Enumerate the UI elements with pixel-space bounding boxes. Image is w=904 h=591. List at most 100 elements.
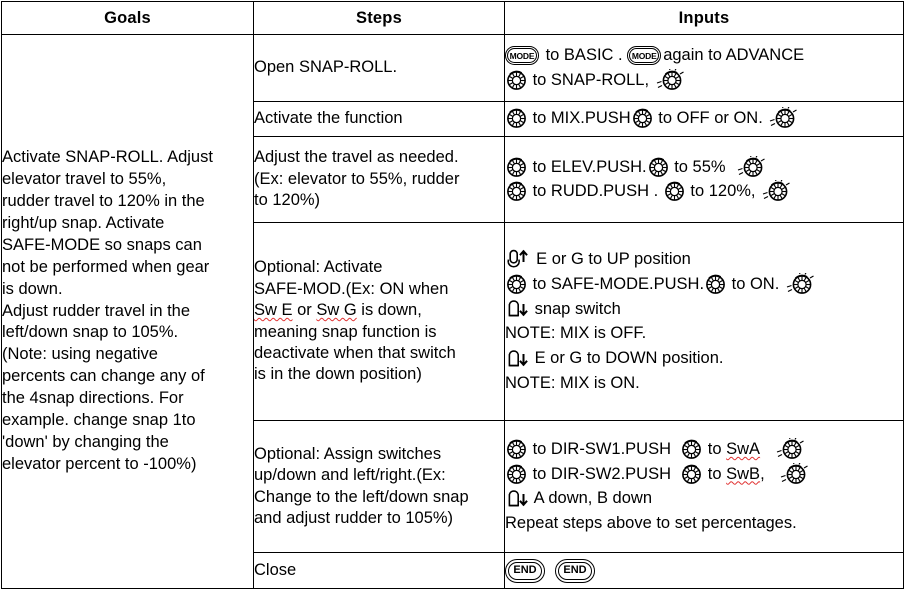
steps-line: Optional: Activate (254, 257, 504, 278)
toggle-switch-down-icon[interactable] (505, 487, 530, 511)
input-text: E or G to DOWN position. (530, 347, 723, 370)
mode-button-icon[interactable]: MODE (627, 46, 661, 65)
knob-dial-icon[interactable] (505, 69, 528, 92)
column-header-inputs: Inputs (505, 2, 904, 35)
input-instruction-line: snap switch (505, 297, 903, 321)
knob-dial-press-icon[interactable] (784, 273, 814, 296)
input-instruction-line: to MIX.PUSH to OFF or ON. (505, 107, 903, 130)
steps-line: SAFE-MOD.(Ex: ON when (254, 279, 504, 300)
end-button-icon[interactable]: END (555, 559, 595, 583)
steps-line: Activate the function (254, 108, 504, 129)
input-text: to (703, 438, 726, 461)
knob-dial-press-icon[interactable] (760, 180, 790, 203)
table-header-row: Goals Steps Inputs (2, 2, 904, 35)
inputs-text: to MIX.PUSH to OFF or ON. (505, 107, 903, 130)
end-button-icon-label: END (555, 559, 595, 583)
steps-text: Adjust the travel as needed.(Ex: elevato… (254, 147, 504, 211)
knob-dial-icon[interactable] (505, 463, 528, 486)
input-text: to 55% (670, 156, 735, 179)
goals-line: the 4snap directions. For (2, 388, 253, 410)
goals-line: percents can change any of (2, 366, 253, 388)
steps-line: to 120%) (254, 190, 504, 211)
steps-line: Adjust the travel as needed. (254, 147, 504, 168)
inputs-text: END END (505, 559, 903, 583)
input-instruction-line: A down, B down (505, 487, 903, 511)
toggle-switch-down-icon[interactable] (505, 347, 530, 371)
steps-cell: Activate the function (254, 102, 505, 137)
knob-dial-press-icon[interactable] (654, 69, 684, 92)
knob-dial-icon[interactable] (647, 156, 670, 179)
goals-line: rudder travel to 120% in the (2, 191, 253, 213)
misspelled-word: SwB (726, 463, 760, 486)
steps-cell: Open SNAP-ROLL. (254, 35, 505, 102)
knob-dial-icon[interactable] (505, 180, 528, 203)
knob-dial-icon[interactable] (631, 107, 654, 130)
input-instruction-line: E or G to DOWN position. (505, 347, 903, 371)
knob-dial-press-icon[interactable] (735, 156, 765, 179)
input-text (760, 438, 774, 461)
input-text: to 120%, (686, 180, 760, 203)
knob-dial-icon[interactable] (505, 107, 528, 130)
knob-dial-press-icon[interactable] (778, 463, 808, 486)
input-text: to (703, 463, 726, 486)
knob-dial-icon[interactable] (663, 180, 686, 203)
inputs-cell: E or G to UP position to SAFE-MODE.PUSH.… (505, 223, 904, 421)
knob-dial-press-icon[interactable] (774, 438, 804, 461)
goals-line: SAFE-MODE so snaps can (2, 235, 253, 257)
input-text: snap switch (530, 298, 621, 321)
input-text: to DIR-SW1.PUSH (528, 438, 680, 461)
input-text: to ELEV.PUSH. (528, 156, 647, 179)
toggle-switch-down-icon[interactable] (505, 297, 530, 321)
input-instruction-line: to DIR-SW1.PUSH to SwA (505, 438, 903, 461)
knob-dial-icon[interactable] (680, 438, 703, 461)
input-text: NOTE: MIX is ON. (505, 372, 640, 395)
input-instruction-line: to ELEV.PUSH. to 55% (505, 156, 903, 179)
knob-dial-icon[interactable] (505, 156, 528, 179)
input-text: to SAFE-MODE.PUSH. (528, 273, 704, 296)
steps-text: Activate the function (254, 108, 504, 129)
inputs-text: E or G to UP position to SAFE-MODE.PUSH.… (505, 248, 903, 395)
input-text: , (760, 463, 778, 486)
input-text: to SNAP-ROLL, (528, 69, 654, 92)
input-text: to MIX.PUSH (528, 107, 631, 130)
column-header-steps-label: Steps (254, 9, 504, 28)
input-instruction-line: END END (505, 559, 903, 583)
goals-line: example. change snap 1to (2, 410, 253, 432)
column-header-goals-label: Goals (2, 9, 253, 28)
goals-line: is down. (2, 279, 253, 301)
steps-line: and adjust rudder to 105%) (254, 508, 504, 529)
input-text: to OFF or ON. (654, 107, 768, 130)
input-text: to BASIC . (541, 44, 627, 67)
knob-dial-icon[interactable] (680, 463, 703, 486)
knob-dial-icon[interactable] (505, 273, 528, 296)
steps-line: Change to the left/down snap (254, 487, 504, 508)
input-instruction-line: to SNAP-ROLL, (505, 69, 903, 92)
input-instruction-line: E or G to UP position (505, 248, 903, 272)
input-instruction-line: NOTE: MIX is OFF. (505, 322, 903, 345)
input-text: A down, B down (530, 487, 652, 510)
end-button-icon[interactable]: END (505, 559, 545, 583)
input-instruction-line: NOTE: MIX is ON. (505, 372, 903, 395)
knob-dial-icon[interactable] (704, 273, 727, 296)
mode-button-icon[interactable]: MODE (505, 46, 539, 65)
input-instruction-line: to SAFE-MODE.PUSH. to ON. (505, 273, 903, 296)
misspelled-word: Sw G (316, 301, 356, 319)
knob-dial-press-icon[interactable] (767, 107, 797, 130)
steps-text: Open SNAP-ROLL. (254, 57, 504, 78)
goals-line: left/down snap to 105%. (2, 322, 253, 344)
knob-dial-icon[interactable] (505, 438, 528, 461)
input-text: again to ADVANCE (663, 44, 804, 67)
inputs-cell: to ELEV.PUSH. to 55% to RUDD.PUSH . to 1… (505, 136, 904, 222)
input-text: E or G to UP position (527, 248, 691, 271)
toggle-switch-up-icon[interactable] (505, 248, 527, 272)
column-header-goals: Goals (2, 2, 254, 35)
steps-line: Sw E or Sw G is down, (254, 300, 504, 321)
goals-line: Activate SNAP-ROLL. Adjust (2, 147, 253, 169)
